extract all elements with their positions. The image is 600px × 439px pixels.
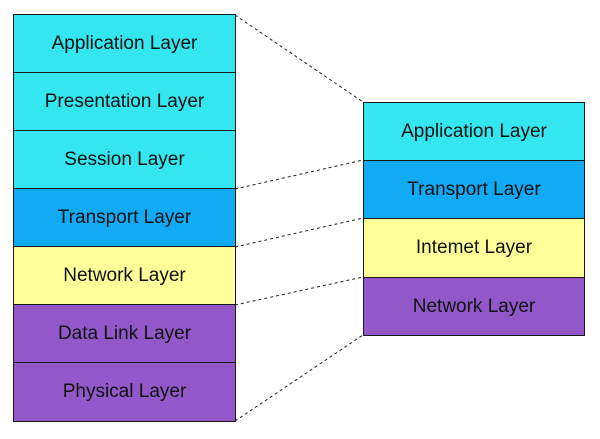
osi-layer-application: Application Layer <box>13 14 236 73</box>
osi-layer-label: Physical Layer <box>62 381 187 402</box>
connector-internet-network <box>234 276 364 306</box>
osi-layer-session: Session Layer <box>13 130 236 189</box>
osi-layer-label: Presentation Layer <box>44 90 205 112</box>
tcpip-layer-internet: Intemet Layer <box>363 218 585 278</box>
osi-layer-network: Network Layer <box>13 246 236 305</box>
tcpip-layer-label: Transport Layer <box>407 178 541 200</box>
tcpip-layer-label: Intemet Layer <box>415 237 533 258</box>
osi-layer-physical: Physical Layer <box>13 362 236 422</box>
osi-layer-label: Session Layer <box>64 148 185 170</box>
osi-layer-label: Application Layer <box>51 32 198 54</box>
connector-top <box>234 14 364 103</box>
osi-layer-data-link: Data Link Layer <box>13 304 236 363</box>
connector-transport-internet <box>234 217 364 248</box>
tcpip-stack: Application Layer Transport Layer Inteme… <box>363 102 585 336</box>
connector-bottom <box>234 334 364 422</box>
tcpip-layer-network: Network Layer <box>363 277 585 336</box>
tcpip-layer-label: Network Layer <box>412 295 536 317</box>
tcpip-layer-label: Application Layer <box>401 120 547 142</box>
osi-layer-label: Network Layer <box>63 264 186 286</box>
osi-layer-label: Transport Layer <box>57 206 192 228</box>
tcpip-layer-application: Application Layer <box>363 102 585 161</box>
osi-layer-presentation: Presentation Layer <box>13 72 236 131</box>
tcpip-layer-transport: Transport Layer <box>363 160 585 219</box>
osi-layer-transport: Transport Layer <box>13 188 236 247</box>
connector-application-transport <box>234 159 364 190</box>
osi-layer-label: Data Link Layer <box>57 322 192 344</box>
osi-stack: Application Layer Presentation Layer Ses… <box>13 14 236 422</box>
